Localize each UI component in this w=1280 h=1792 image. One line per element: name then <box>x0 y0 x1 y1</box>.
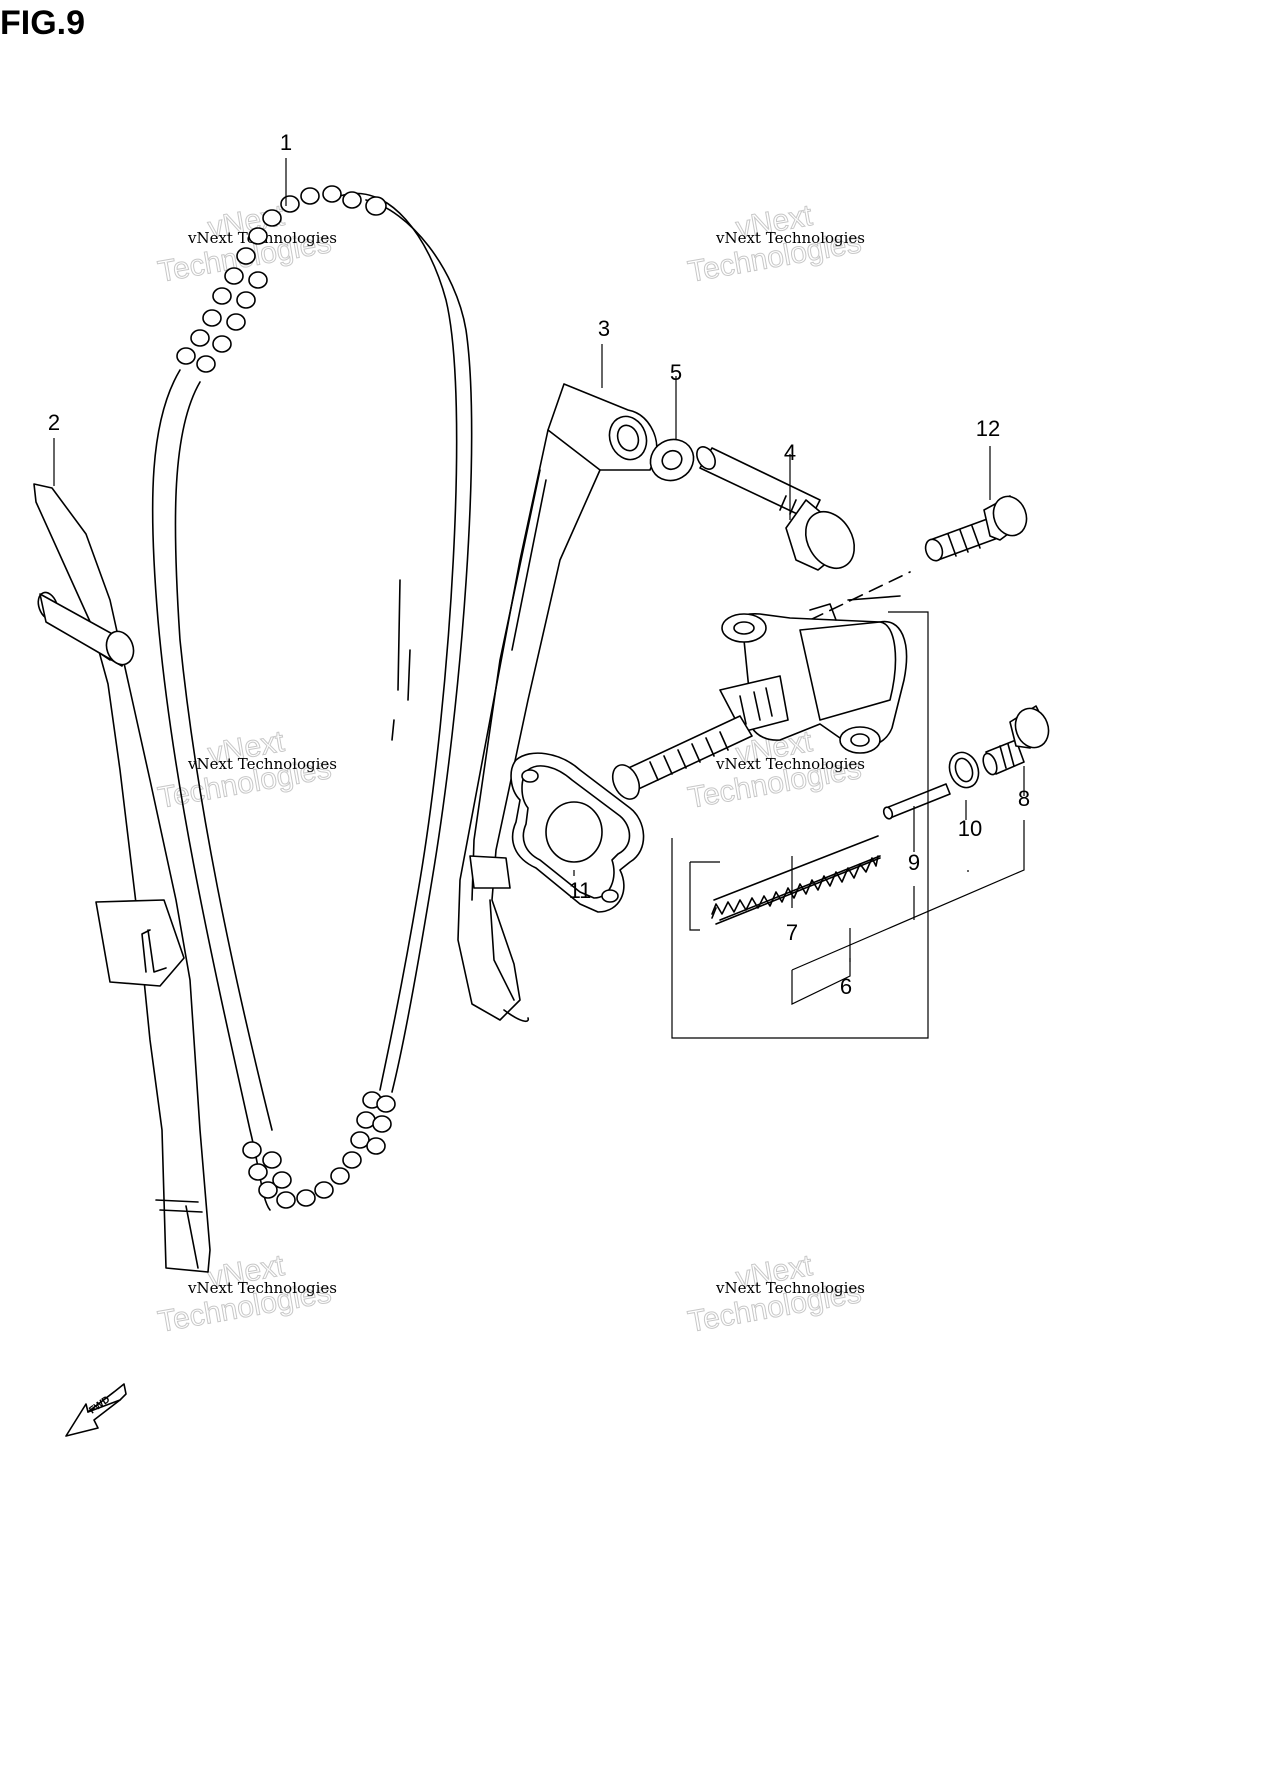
callout-2: 2 <box>48 410 60 435</box>
leader-lines <box>53 158 1025 962</box>
o-ring <box>948 751 980 789</box>
tensioner-arm <box>457 383 658 1023</box>
tensioner-bolt <box>924 495 1028 562</box>
callout-1: 1 <box>280 130 292 155</box>
callout-6: 6 <box>840 974 852 999</box>
chain-guide-front <box>33 483 211 1273</box>
chain-links-bottom <box>242 1091 396 1209</box>
callout-11: 11 <box>569 878 592 903</box>
pivot-bolt <box>696 446 856 571</box>
tensioner-body <box>611 571 911 800</box>
spring <box>711 835 881 925</box>
svg-text:vNext Technologies: vNext Technologies <box>715 1279 865 1297</box>
assembly-bracket <box>671 611 1025 1039</box>
callout-9: 9 <box>908 850 920 875</box>
chain-links-top <box>176 185 387 373</box>
watermark-top-left: Technologies vNext vNext Technologies <box>155 198 337 289</box>
callout-4: 4 <box>784 440 796 465</box>
cap-bolt <box>982 705 1050 776</box>
callout-12: 12 <box>976 416 1000 441</box>
svg-text:vNext Technologies: vNext Technologies <box>187 1279 337 1297</box>
fwd-arrow-icon: FWD <box>65 1383 127 1437</box>
callout-3: 3 <box>598 316 610 341</box>
washer <box>649 438 695 482</box>
watermark-mid-left: Technologies vNext vNext Technologies <box>155 724 337 815</box>
svg-text:vNext Technologies: vNext Technologies <box>715 229 865 247</box>
svg-text:vNext Technologies: vNext Technologies <box>187 755 337 773</box>
watermark-bottom-right: Technologies vNext vNext Technologies <box>685 1248 865 1339</box>
callout-8: 8 <box>1018 786 1030 811</box>
cam-chain <box>151 185 473 1211</box>
figure-title: FIG.9 <box>0 4 86 42</box>
watermark-top-right: Technologies vNext vNext Technologies <box>685 198 865 289</box>
svg-text:vNext Technologies: vNext Technologies <box>715 755 865 773</box>
callout-10: 10 <box>958 816 982 841</box>
gasket <box>510 752 645 913</box>
push-rod <box>882 783 951 820</box>
callout-7: 7 <box>786 920 798 945</box>
callout-5: 5 <box>670 360 682 385</box>
